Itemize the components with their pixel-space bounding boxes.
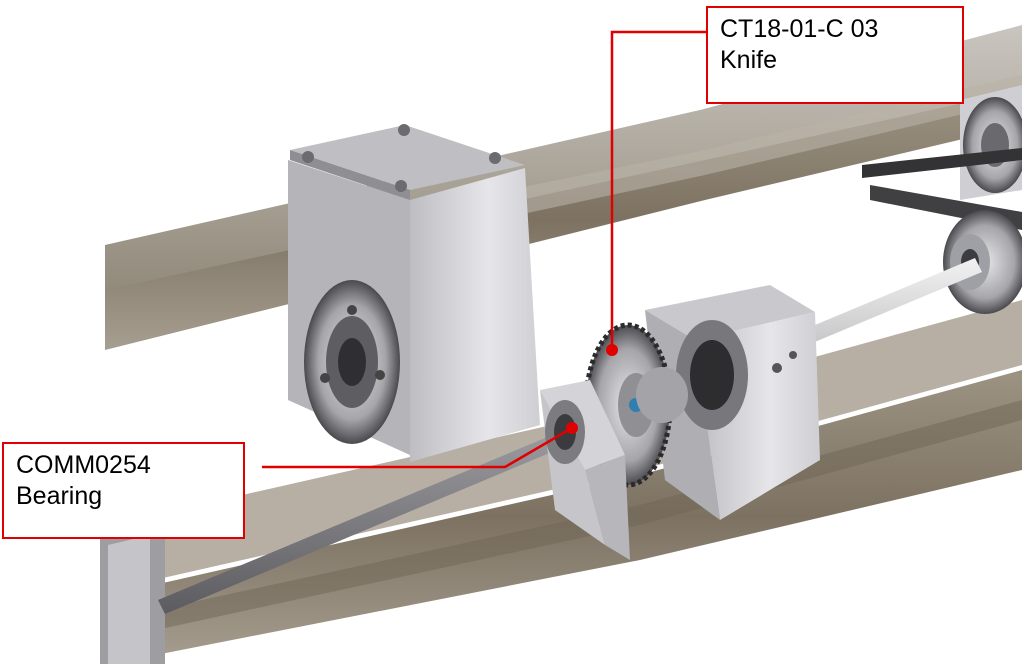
right-rollers bbox=[862, 85, 1022, 314]
knife-label-box: CT18-01-C 03 Knife bbox=[706, 6, 964, 104]
right-bearing-block bbox=[645, 285, 820, 520]
housing-block bbox=[288, 124, 540, 462]
left-end-bracket bbox=[100, 520, 165, 664]
leader-lines bbox=[262, 30, 706, 469]
bearing-label-box: COMM0254 Bearing bbox=[2, 442, 245, 539]
knife-leader-line bbox=[610, 30, 706, 350]
knife-leader-dot bbox=[606, 344, 618, 356]
knife-part-name: Knife bbox=[720, 46, 777, 74]
bearing-part-name: Bearing bbox=[16, 482, 103, 510]
bearing-part-number: COMM0254 bbox=[16, 451, 151, 479]
bearing-leader-dot bbox=[566, 422, 578, 434]
bearing-pillow-block bbox=[540, 380, 630, 560]
bearing-leader-line bbox=[262, 426, 573, 469]
knife-part-number: CT18-01-C 03 bbox=[720, 15, 879, 43]
